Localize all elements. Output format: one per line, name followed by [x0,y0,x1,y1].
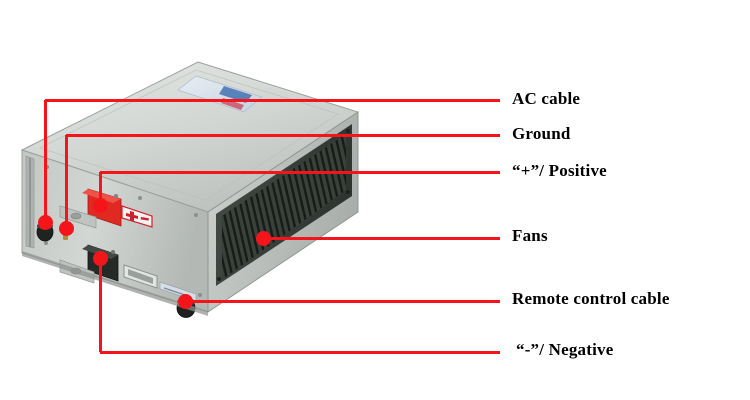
inverter-product-photo [0,0,420,330]
leader-line-negative [100,351,500,354]
db-connector-pins [128,269,153,284]
inverter-illustration [20,61,360,318]
callout-label-negative: “-”/ Negative [516,340,614,359]
front-screw [138,196,142,200]
leader-line-ground [66,134,500,137]
callout-label-remote-control-cable: Remote control cable [512,289,670,308]
warning-plus-symbol [126,211,138,221]
callout-label-ac-cable: AC cable [512,89,581,108]
callout-dot-positive [93,198,108,213]
leader-line-fans [263,237,500,240]
leader-drop-negative [99,258,102,352]
chassis-bottom-shadow [22,251,208,316]
positive-busbar-hole [70,212,82,220]
leader-line-ac-cable [45,99,500,102]
sticker-logo-mark [219,86,252,103]
front-screw [194,213,198,217]
negative-terminal-screw [111,250,115,254]
callout-dot-negative [93,251,108,266]
leader-drop-positive [99,172,102,205]
leader-drop-ac-cable [44,100,47,222]
callout-label-ground: Ground [512,124,571,143]
callout-dot-ac-cable [38,215,53,230]
leader-drop-ground [65,135,68,228]
vent-screw [217,277,221,281]
front-screw [44,241,48,245]
callout-dot-fans [256,231,271,246]
top-panel-inset [38,69,339,201]
positive-terminal-screw [114,194,118,198]
callout-label-fans: Fans [512,226,548,245]
fan-vent-slots [222,134,346,280]
vent-screw [346,190,350,194]
callout-dot-ground [59,221,74,236]
vent-screw [346,129,350,133]
callout-label-positive: “+”/ Positive [512,161,607,180]
leader-line-remote-control-cable [185,300,500,303]
front-screw [198,293,202,297]
leader-line-positive [100,171,500,174]
warning-minus-symbol [140,216,149,221]
callout-dot-remote-control-cable [178,294,193,309]
